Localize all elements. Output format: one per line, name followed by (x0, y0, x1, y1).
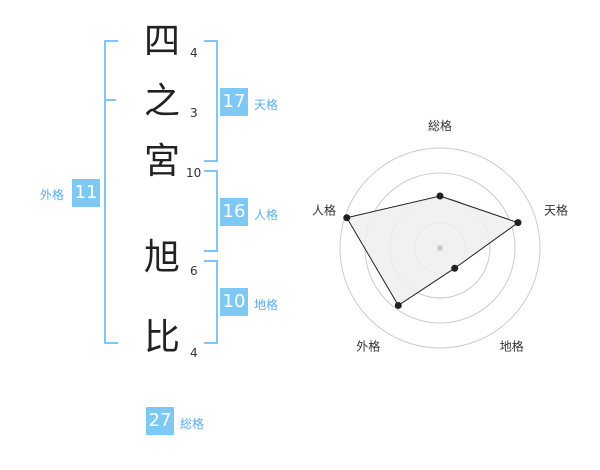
radar-axis-label: 天格 (544, 202, 568, 217)
radar-point (451, 264, 459, 272)
radar-axis-label: 総格 (428, 118, 452, 133)
radar-point (394, 301, 402, 309)
radar-axis-label: 外格 (356, 339, 380, 354)
radar-area (346, 195, 520, 307)
stroke-count-4: 6 (190, 264, 198, 278)
gaikaku-label: 外格 (40, 188, 65, 202)
radar-ring (339, 147, 541, 349)
name-char-5: 比 (143, 317, 180, 358)
stroke-count-2: 3 (190, 106, 198, 120)
radar-center (437, 245, 443, 251)
chikaku-bracket (204, 260, 218, 344)
stroke-count-5: 4 (190, 346, 198, 360)
jinkaku-value: 16 (220, 198, 248, 226)
name-char-2: 之 (143, 81, 180, 122)
jinkaku-label: 人格 (254, 208, 279, 222)
soukaku-value: 27 (146, 407, 174, 435)
stroke-count-1: 4 (190, 46, 198, 60)
chikaku-value: 10 (220, 288, 248, 316)
soukaku-label: 総格 (180, 417, 205, 431)
jinkaku-bracket (204, 170, 218, 252)
name-char-3: 宮 (143, 141, 180, 182)
radar-axis-label: 地格 (500, 339, 524, 354)
radar-axis-label: 人格 (312, 202, 336, 217)
gaikaku-bracket-tick (104, 99, 116, 101)
gaikaku-value: 11 (72, 179, 100, 207)
name-char-4: 旭 (143, 237, 180, 278)
radar-point (436, 192, 444, 200)
stroke-count-3: 10 (186, 166, 202, 180)
chikaku-label: 地格 (254, 298, 279, 312)
tenkaku-bracket (204, 40, 218, 162)
radar-point (514, 219, 522, 227)
tenkaku-value: 17 (220, 88, 248, 116)
gaikaku-bracket (104, 40, 118, 344)
radar-point (343, 214, 351, 222)
name-char-1: 四 (143, 21, 180, 62)
tenkaku-label: 天格 (254, 98, 279, 112)
